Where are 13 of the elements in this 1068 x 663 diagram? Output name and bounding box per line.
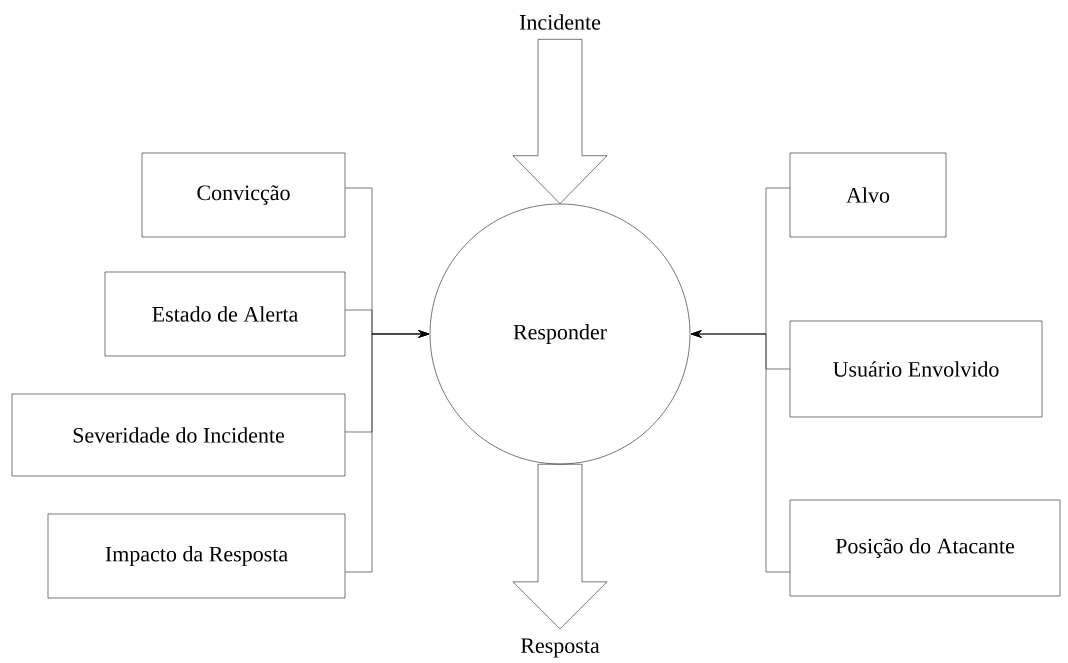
flow-label: Incidente: [519, 14, 601, 30]
process-box: Convicção: [141, 152, 346, 238]
process-box: Posição do Atacante: [789, 499, 1061, 597]
block-arrow: [512, 39, 608, 204]
process-box: Usuário Envolvido: [789, 320, 1043, 418]
process-box: Estado de Alerta: [104, 271, 346, 357]
arrow: [690, 330, 790, 573]
process-box: Severidade do Incidente: [11, 393, 346, 477]
process-box: Impacto da Resposta: [47, 513, 346, 599]
flow-label: Resposta: [520, 638, 600, 658]
arrow: [345, 330, 430, 573]
block-arrow: [512, 464, 608, 630]
process-box: Alvo: [789, 152, 947, 238]
